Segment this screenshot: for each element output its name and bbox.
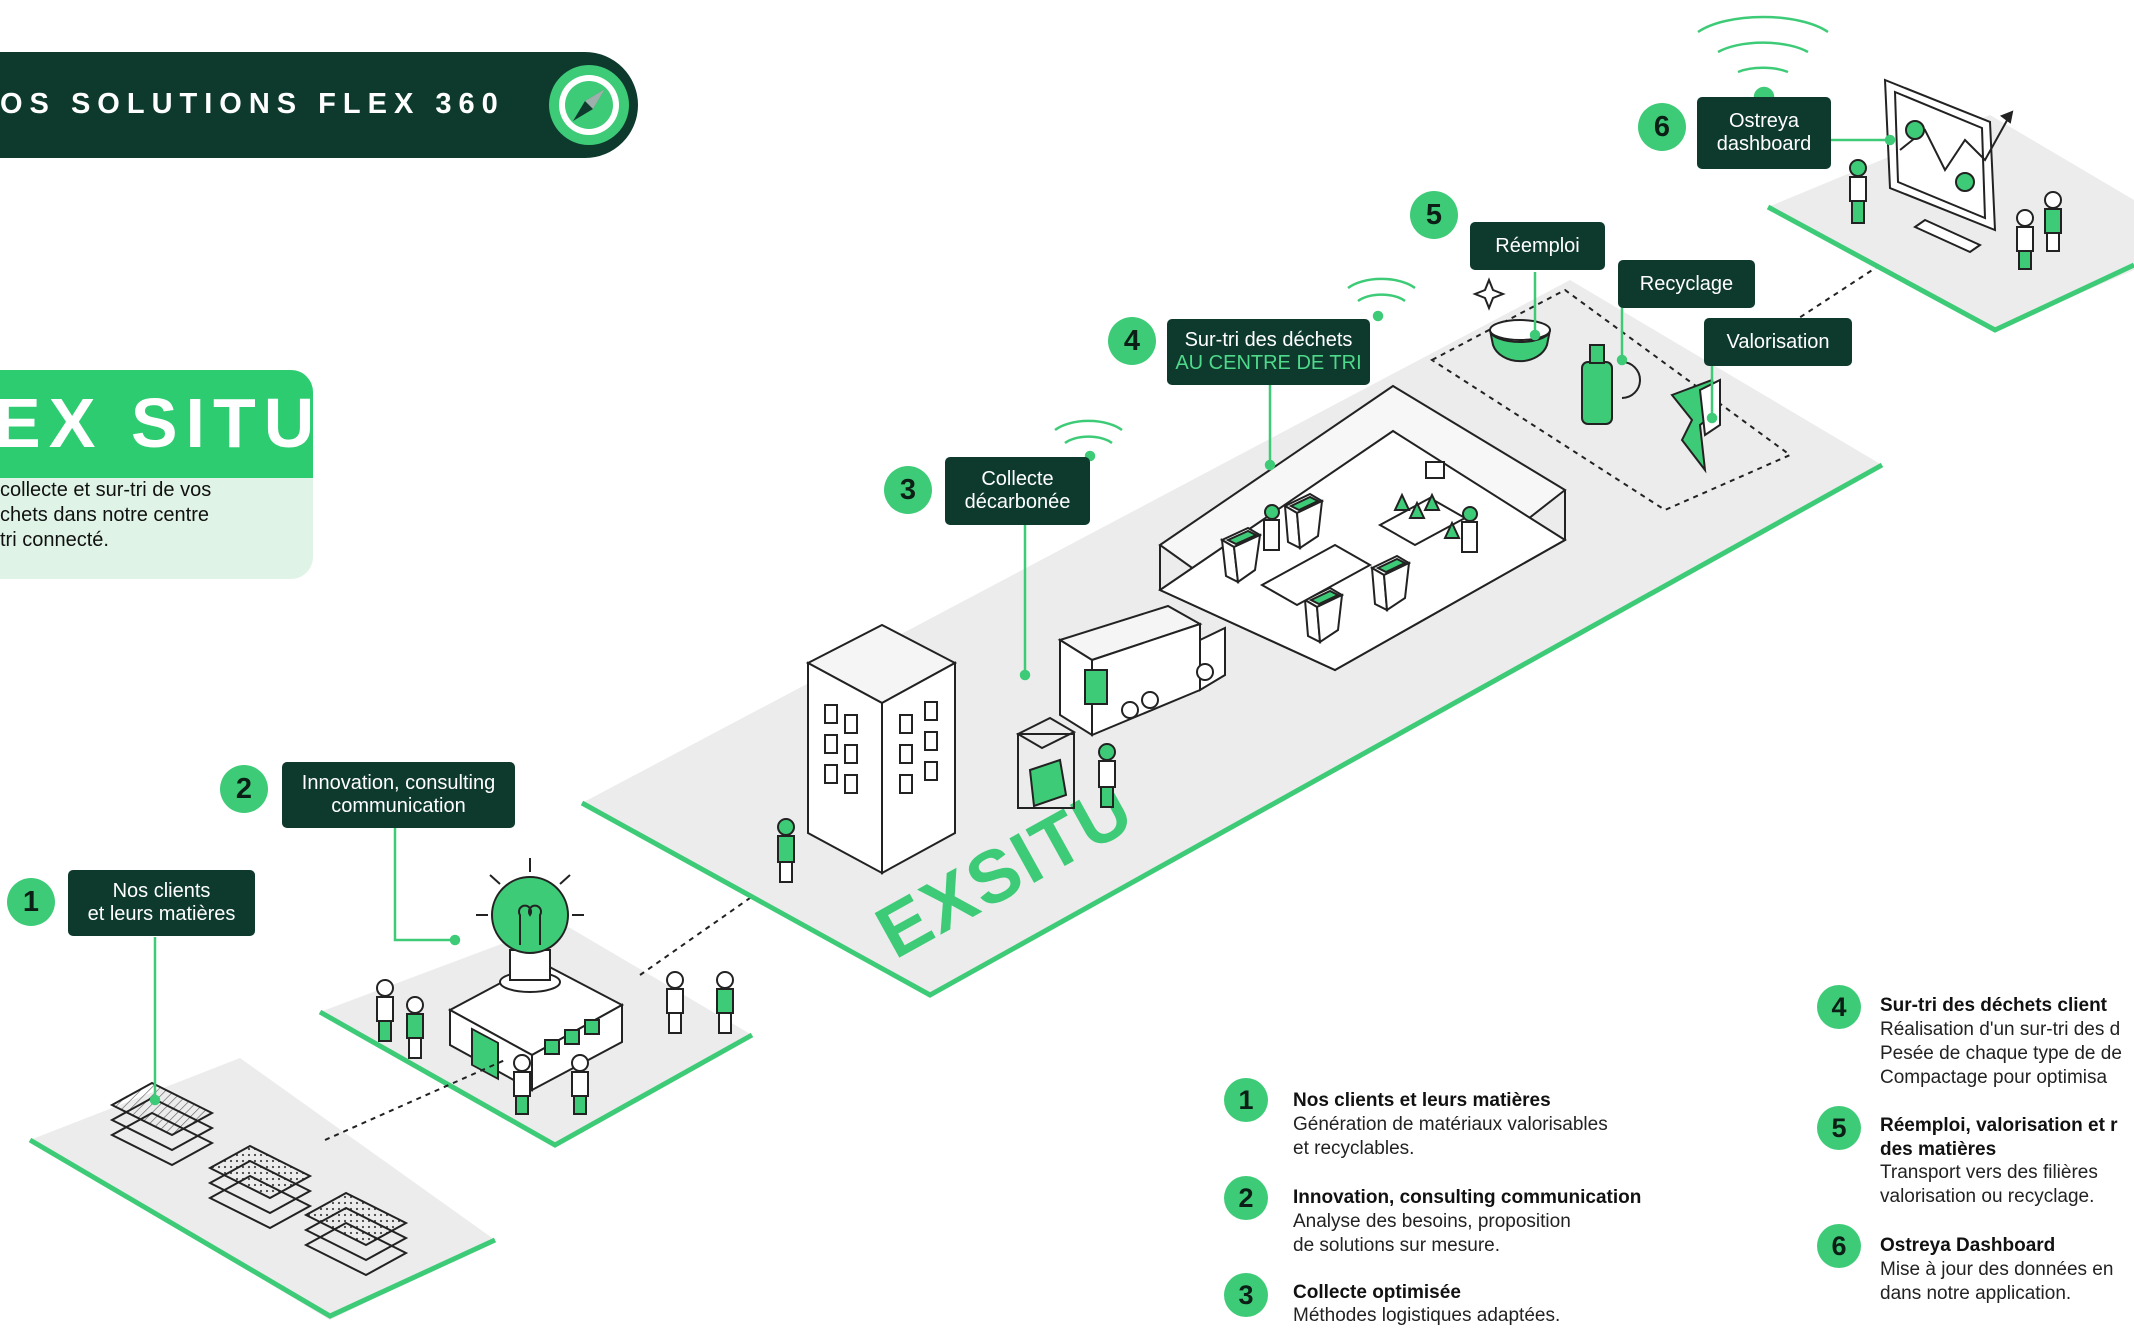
wifi-icon [1347, 277, 1416, 322]
collection-cage-icon [1015, 716, 1077, 809]
legend-title: Réemploi, valorisation et r des matières [1880, 1114, 2118, 1162]
legend-desc-line: Pesée de chaque type de de [1880, 1043, 2122, 1064]
legend-desc-line: Compactage pour optimisa [1880, 1067, 2108, 1088]
legend-title-line: des matières [1880, 1139, 1997, 1160]
sorting-centre-icon [1157, 384, 1567, 672]
legend-desc-line: de solutions sur mesure. [1293, 1235, 1500, 1256]
step-label-valorisation: Valorisation [1704, 318, 1852, 366]
exsitu-card-header [0, 370, 313, 478]
legend-desc-line: valorisation ou recyclage. [1880, 1186, 2095, 1207]
step-label-line: AU CENTRE DE TRI [1175, 352, 1362, 374]
platform-clients [28, 1058, 497, 1320]
recycle-bottle-icon [1581, 344, 1641, 425]
legend-desc-line: Génération de matériaux valorisables [1293, 1114, 1608, 1135]
wifi-icon [1054, 419, 1123, 462]
legend-desc: Analyse des besoins, proposition de solu… [1293, 1210, 1571, 1258]
platform-exsitu: EXSITU [580, 277, 1884, 998]
legend-title: Sur-tri des déchets client [1880, 995, 2108, 1016]
person-icon [777, 743, 1116, 883]
step-number-5: 5 [1410, 191, 1458, 239]
step-number-3: 3 [884, 466, 932, 514]
exsitu-desc-line: tri connecté. [0, 529, 109, 551]
step-label-collecte: Collecte décarbonée [945, 457, 1090, 525]
step-number-4: 4 [1108, 317, 1156, 365]
step-label-surtri: Sur-tri des déchets AU CENTRE DE TRI [1167, 319, 1370, 385]
step-label-clients: Nos clients et leurs matières [68, 870, 255, 936]
legend-desc-line: Méthodes logistiques adaptées. [1293, 1305, 1561, 1326]
step-label-line: décarbonée [964, 491, 1071, 513]
step-label-line: Ostreya [1728, 110, 1800, 132]
legend-desc-line: Réalisation d'un sur-tri des d [1880, 1019, 2121, 1040]
legend-desc: Transport vers des filières valorisation… [1880, 1161, 2098, 1209]
legend-desc: Méthodes logistiques adaptées. [1293, 1304, 1560, 1328]
platform-innovation [318, 858, 754, 1148]
legend-number: 3 [1224, 1273, 1268, 1317]
legend-desc-line: Mise à jour des données en [1880, 1259, 2114, 1280]
exsitu-card-title: EX SITU [0, 384, 323, 462]
step-label-line: Innovation, consulting [301, 772, 496, 794]
step-label-line: Collecte [981, 468, 1054, 490]
office-building-icon [805, 623, 958, 875]
legend-title: Innovation, consulting communication [1293, 1187, 1642, 1208]
legend-desc: Réalisation d'un sur-tri des d Pesée de … [1880, 1018, 2122, 1090]
material-stack-icon [303, 1191, 409, 1277]
exsitu-card-description: collecte et sur-tri de vos chets dans no… [0, 478, 300, 553]
monitor-chart-icon [1883, 78, 2014, 254]
legend-desc: Génération de matériaux valorisables et … [1293, 1113, 1608, 1161]
material-stack-icon [109, 1081, 215, 1167]
legend-desc-line: Transport vers des filières [1880, 1162, 2098, 1183]
step-label-line: communication [331, 795, 466, 817]
step-label-dashboard: Ostreya dashboard [1697, 97, 1831, 169]
legend-title: Ostreya Dashboard [1880, 1235, 2056, 1256]
legend-title: Collecte optimisée [1293, 1282, 1461, 1303]
person-icon [376, 971, 734, 1115]
person-icon [1849, 159, 2062, 270]
step-number-2: 2 [220, 765, 268, 813]
legend-desc-line: Analyse des besoins, proposition [1293, 1211, 1571, 1232]
step-number-1: 1 [7, 878, 55, 926]
step-label-line: Nos clients [112, 880, 211, 902]
step-label-line: Sur-tri des déchets [1184, 329, 1353, 351]
exsitu-desc-line: chets dans notre centre [0, 504, 210, 526]
legend-title-line: Réemploi, valorisation et r [1880, 1115, 2118, 1136]
legend-number: 4 [1817, 985, 1861, 1029]
wifi-icon [1697, 15, 1829, 108]
step-label-reemploi: Réemploi [1470, 222, 1605, 270]
legend-desc-line: et recyclables. [1293, 1138, 1415, 1159]
step-label-line: et leurs matières [87, 903, 236, 925]
step-number-6: 6 [1638, 103, 1686, 151]
compass-star-icon [549, 65, 629, 145]
legend-title: Nos clients et leurs matières [1293, 1090, 1551, 1111]
material-stack-icon [207, 1144, 313, 1230]
legend-number: 6 [1817, 1224, 1861, 1268]
header-banner [0, 52, 638, 158]
legend-number: 5 [1817, 1106, 1861, 1150]
exsitu-desc-line: collecte et sur-tri de vos [0, 479, 212, 501]
legend-desc: Mise à jour des données en dans notre ap… [1880, 1258, 2113, 1306]
step-label-line: dashboard [1716, 133, 1812, 155]
step-label-recyclage: Recyclage [1618, 260, 1755, 308]
legend-number: 1 [1224, 1078, 1268, 1122]
legend-desc-line: dans notre application. [1880, 1283, 2072, 1304]
legend-number: 2 [1224, 1176, 1268, 1220]
lightbulb-icon [476, 858, 584, 993]
step-label-innovation: Innovation, consulting communication [282, 762, 515, 828]
platform-dashboard [1766, 78, 2134, 333]
truck-icon [1057, 604, 1226, 737]
header-title: OS SOLUTIONS FLEX 360 [0, 88, 505, 120]
